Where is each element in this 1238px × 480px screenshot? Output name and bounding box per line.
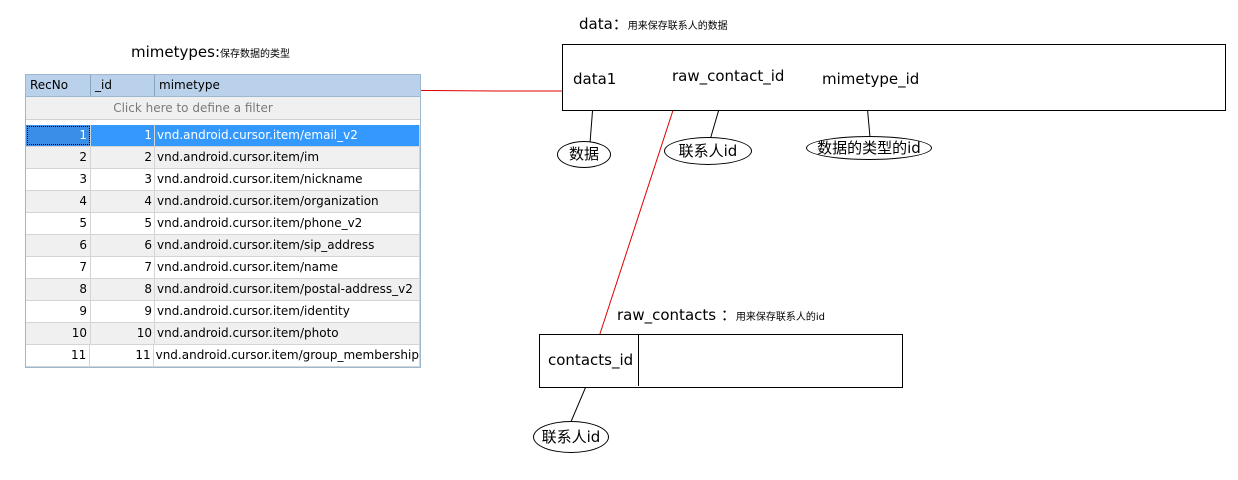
data-table-title: data：: [579, 15, 628, 33]
mimetypes-subtitle: 保存数据的类型: [220, 49, 290, 60]
cell-recno[interactable]: 11: [26, 345, 91, 366]
cell-mimetype[interactable]: vnd.android.cursor.item/group_membership: [154, 345, 420, 366]
cell-id[interactable]: 4: [91, 191, 155, 212]
cell-recno[interactable]: 7: [26, 257, 91, 278]
cell-id[interactable]: 7: [91, 257, 155, 278]
column-header-mimetype[interactable]: mimetype: [159, 78, 220, 92]
column-header-recno[interactable]: RecNo: [26, 75, 91, 96]
cell-recno[interactable]: 3: [26, 169, 91, 190]
cell-recno[interactable]: 4: [26, 191, 91, 212]
field-raw-contact-id: raw_contact_id: [672, 67, 785, 85]
cell-id[interactable]: 2: [91, 147, 155, 168]
cell-mimetype[interactable]: vnd.android.cursor.item/photo: [155, 323, 420, 344]
cell-mimetype[interactable]: vnd.android.cursor.item/sip_address: [155, 235, 420, 256]
data-table-heading: data：用来保存联系人的数据: [579, 13, 728, 34]
mimetypes-heading: mimetypes:保存数据的类型: [131, 42, 290, 61]
cell-id[interactable]: 5: [91, 213, 155, 234]
cell-id[interactable]: 1: [91, 125, 155, 146]
mimetypes-grid: RecNo _id mimetype Click here to define …: [25, 74, 421, 368]
data-table-subtitle: 用来保存联系人的数据: [627, 21, 728, 32]
cell-mimetype[interactable]: vnd.android.cursor.item/im: [155, 147, 420, 168]
cell-recno[interactable]: 10: [26, 323, 91, 344]
note-data: 数据: [557, 141, 611, 168]
cell-mimetype[interactable]: vnd.android.cursor.item/nickname: [155, 169, 420, 190]
raw-contacts-table-box: [539, 334, 903, 388]
cell-mimetype[interactable]: vnd.android.cursor.item/identity: [155, 301, 420, 322]
cell-mimetype[interactable]: vnd.android.cursor.item/phone_v2: [155, 213, 420, 234]
cell-recno[interactable]: 8: [26, 279, 91, 300]
cell-mimetype[interactable]: vnd.android.cursor.item/organization: [155, 191, 420, 212]
cell-id[interactable]: 3: [91, 169, 155, 190]
filter-bar[interactable]: Click here to define a filter: [26, 97, 420, 120]
cell-mimetype[interactable]: vnd.android.cursor.item/name: [155, 257, 420, 278]
cell-id[interactable]: 11: [90, 345, 154, 366]
cell-recno[interactable]: 5: [26, 213, 91, 234]
mimetypes-title: mimetypes:: [131, 43, 220, 61]
cell-recno[interactable]: 2: [26, 147, 91, 168]
grid-spacer: [26, 120, 420, 125]
raw-contacts-column-divider: [638, 335, 639, 386]
cell-recno[interactable]: 9: [26, 301, 91, 322]
cell-recno[interactable]: 6: [26, 235, 91, 256]
cell-mimetype[interactable]: vnd.android.cursor.item/email_v2: [155, 125, 420, 146]
cell-mimetype[interactable]: vnd.android.cursor.item/postal-address_v…: [155, 279, 420, 300]
grid-header: RecNo _id mimetype: [26, 74, 420, 97]
field-contacts-id: contacts_id: [548, 351, 634, 369]
cell-id[interactable]: 8: [91, 279, 155, 300]
raw-contacts-title: raw_contacts ：: [617, 306, 736, 324]
column-header-id[interactable]: _id: [91, 75, 155, 96]
note-mimetype-id: 数据的类型的id: [806, 136, 932, 160]
note-raw-contact-id: 联系人id: [533, 421, 609, 453]
field-mimetype-id: mimetype_id: [822, 70, 920, 88]
data-table-box: [562, 44, 1226, 111]
cell-id[interactable]: 6: [91, 235, 155, 256]
raw-contacts-subtitle: 用来保存联系人的id: [735, 312, 825, 323]
cell-recno[interactable]: 1: [26, 125, 91, 146]
note-contact-id: 联系人id: [664, 137, 752, 165]
raw-contacts-heading: raw_contacts ：用来保存联系人的id: [617, 304, 825, 325]
contact-relation-line: [595, 91, 680, 347]
cell-id[interactable]: 10: [91, 323, 155, 344]
field-data1: data1: [573, 70, 617, 88]
cell-id[interactable]: 9: [91, 301, 155, 322]
